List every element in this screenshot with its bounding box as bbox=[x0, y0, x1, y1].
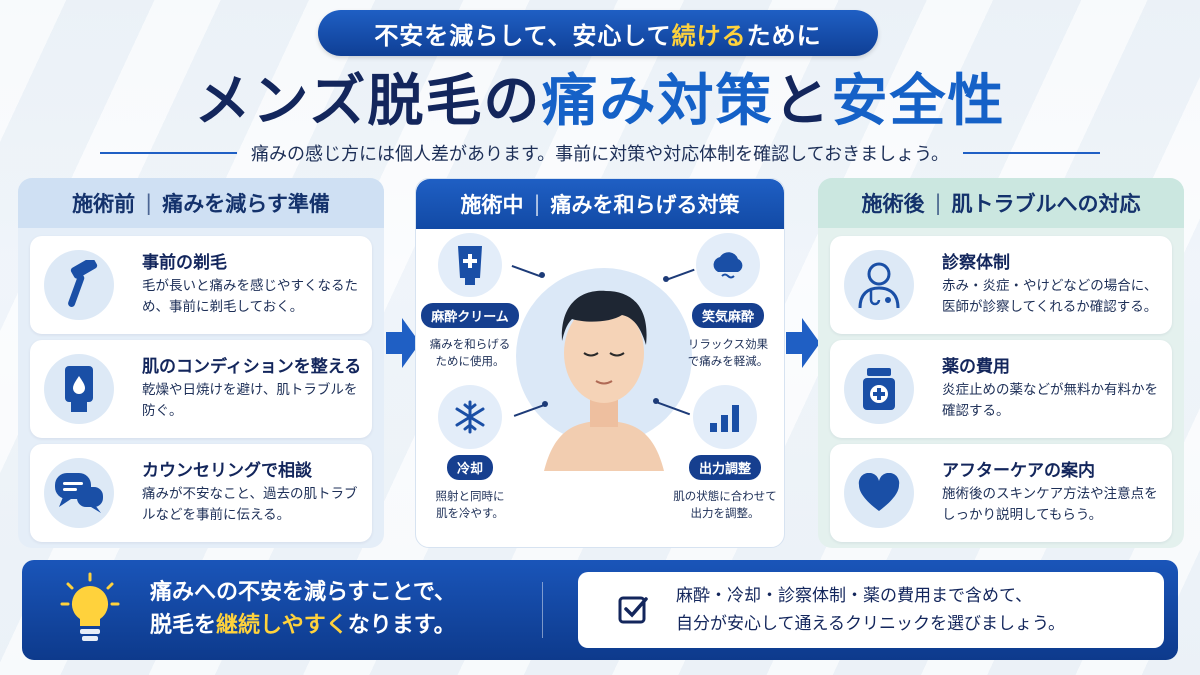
column-header: 施術前 | 痛みを減らす準備 bbox=[18, 178, 384, 228]
header-separator: | bbox=[145, 191, 153, 215]
card-counseling: カウンセリングで相談 痛みが不安なこと、過去の肌トラブルなどを事前に伝える。 bbox=[30, 444, 372, 542]
item-text: 痛みを和らげるために使用。 bbox=[420, 336, 520, 370]
column-header-topic: 肌トラブルへの対応 bbox=[951, 192, 1141, 216]
column-after: 施術後 | 肌トラブルへの対応 診察体制 赤み・炎症・やけどなどの場合に、医師が… bbox=[818, 178, 1184, 548]
card-text: 毛が長いと痛みを感じやすくなるため、事前に剃毛しておく。 bbox=[142, 278, 358, 315]
arrow-right-icon bbox=[786, 318, 820, 368]
card-title: アフターケアの案内 bbox=[942, 461, 1095, 481]
item-text-line: で痛みを軽減。 bbox=[687, 354, 769, 368]
connector-dot bbox=[542, 401, 548, 407]
card-title: 肌のコンディションを整える bbox=[142, 357, 362, 377]
item-numbing-cream: 麻酔クリーム 痛みを和らげるために使用。 bbox=[420, 233, 520, 370]
column-header-topic: 痛みを和らげる対策 bbox=[550, 193, 740, 217]
item-text-line: 照射と同時に bbox=[435, 489, 505, 503]
item-text-line: ために使用。 bbox=[435, 354, 505, 368]
item-power-adjust: 出力調整 肌の状態に合わせて出力を調整。 bbox=[668, 385, 782, 522]
bottom-banner: 痛みへの不安を減らすことで、 脱毛を継続しやすくなります。 麻酔・冷却・診察体制… bbox=[22, 560, 1178, 660]
column-before: 施術前 | 痛みを減らす準備 事前の剃毛 毛が長いと痛みを感じやすくなるため、事… bbox=[18, 178, 384, 548]
lightbulb-icon bbox=[60, 572, 120, 641]
lead-row: 痛みの感じ方には個人差があります。事前に対策や対応体制を確認しておきましょう。 bbox=[100, 138, 1101, 168]
message-highlight: 継続しやすく bbox=[216, 613, 348, 638]
card-title: 事前の剃毛 bbox=[142, 253, 227, 273]
lotion-icon bbox=[44, 354, 114, 424]
item-text-line: 肌を冷やす。 bbox=[436, 506, 504, 520]
item-laughing-gas: 笑気麻酔 リラックス効果で痛みを軽減。 bbox=[678, 233, 778, 370]
man-face-illustration bbox=[516, 268, 692, 471]
column-header: 施術後 | 肌トラブルへの対応 bbox=[818, 178, 1184, 228]
divider bbox=[542, 582, 543, 638]
message-line: 痛みへの不安を減らすことで、 bbox=[150, 580, 457, 605]
doctor-icon bbox=[844, 250, 914, 320]
item-text-line: 肌の状態に合わせて bbox=[673, 489, 777, 503]
heart-icon bbox=[844, 458, 914, 528]
connector-dot bbox=[653, 398, 659, 404]
header-separator: | bbox=[934, 191, 942, 215]
title-accent: 安全性 bbox=[831, 69, 1006, 134]
card-text: 赤み・炎症・やけどなどの場合に、医師が診察してくれるか確認する。 bbox=[942, 278, 1158, 315]
page-title: メンズ脱毛の痛み対策と安全性 bbox=[0, 62, 1200, 142]
subtitle-pre: 不安を減らして、安心して bbox=[374, 21, 672, 50]
divider bbox=[100, 152, 237, 154]
subtitle-post: ために bbox=[746, 21, 822, 50]
item-text: 照射と同時に肌を冷やす。 bbox=[420, 488, 520, 522]
title-accent: 痛み対策 bbox=[541, 69, 774, 134]
subtitle-pill: 不安を減らして、安心して続けるために bbox=[318, 10, 878, 56]
divider bbox=[963, 152, 1101, 154]
item-label: 冷却 bbox=[446, 455, 493, 480]
checkbox-icon bbox=[618, 596, 648, 624]
title-part: と bbox=[773, 69, 832, 134]
lead-text: 痛みの感じ方には個人差があります。事前に対策や対応体制を確認しておきましょう。 bbox=[250, 144, 950, 165]
checklist-text: 麻酔・冷却・診察体制・薬の費用まで含めて、 自分が安心して通えるクリニックを選び… bbox=[676, 582, 1065, 638]
subtitle-highlight: 続ける bbox=[671, 21, 747, 50]
card-aftercare: アフターケアの案内 施術後のスキンケア方法や注意点をしっかり説明してもらう。 bbox=[830, 444, 1172, 542]
item-text-line: 出力を調整。 bbox=[690, 506, 760, 520]
checklist-line: 自分が安心して通えるクリニックを選びましょう。 bbox=[676, 614, 1065, 634]
card-exam-system: 診察体制 赤み・炎症・やけどなどの場合に、医師が診察してくれるか確認する。 bbox=[830, 236, 1172, 334]
connector-dot bbox=[663, 276, 669, 282]
column-header-phase: 施術前 bbox=[72, 192, 136, 216]
item-label: 麻酔クリーム bbox=[421, 303, 519, 328]
chat-icon bbox=[44, 458, 114, 528]
card-text: 施術後のスキンケア方法や注意点をしっかり説明してもらう。 bbox=[942, 486, 1158, 523]
checklist-line: 麻酔・冷却・診察体制・薬の費用まで含めて、 bbox=[676, 586, 1033, 606]
card-title: 診察体制 bbox=[942, 253, 1010, 273]
column-header: 施術中 | 痛みを和らげる対策 bbox=[416, 179, 784, 229]
title-part: メンズ脱毛の bbox=[194, 69, 542, 134]
razor-icon bbox=[44, 250, 114, 320]
column-header-phase: 施術後 bbox=[861, 192, 925, 216]
column-header-phase: 施術中 bbox=[460, 193, 524, 217]
card-title: カウンセリングで相談 bbox=[142, 461, 312, 481]
item-label: 出力調整 bbox=[688, 455, 761, 480]
card-text: 炎症止めの薬などが無料か有料かを確認する。 bbox=[942, 382, 1158, 419]
header-separator: | bbox=[533, 192, 541, 216]
card-text: 痛みが不安なこと、過去の肌トラブルなどを事前に伝える。 bbox=[142, 486, 358, 523]
connector-dot bbox=[539, 272, 545, 278]
item-text: 肌の状態に合わせて出力を調整。 bbox=[668, 488, 782, 522]
column-header-topic: 痛みを減らす準備 bbox=[162, 192, 330, 216]
medicine-bottle-icon bbox=[844, 354, 914, 424]
item-cooling: 冷却 照射と同時に肌を冷やす。 bbox=[420, 385, 520, 522]
card-text: 乾燥や日焼けを避け、肌トラブルを防ぐ。 bbox=[142, 382, 358, 419]
item-text: リラックス効果で痛みを軽減。 bbox=[678, 336, 778, 370]
card-medicine-cost: 薬の費用 炎症止めの薬などが無料か有料かを確認する。 bbox=[830, 340, 1172, 438]
arrow-right-icon bbox=[386, 318, 420, 368]
cream-tube-icon bbox=[438, 233, 502, 297]
item-label: 笑気麻酔 bbox=[691, 303, 764, 328]
card-title: 薬の費用 bbox=[942, 357, 1010, 377]
checklist-card: 麻酔・冷却・診察体制・薬の費用まで含めて、 自分が安心して通えるクリニックを選び… bbox=[578, 572, 1164, 648]
card-preshave: 事前の剃毛 毛が長いと痛みを感じやすくなるため、事前に剃毛しておく。 bbox=[30, 236, 372, 334]
snowflake-icon bbox=[438, 385, 502, 449]
message-line: 脱毛を継続しやすくなります。 bbox=[150, 609, 456, 642]
gas-cloud-icon bbox=[696, 233, 760, 297]
card-skin-condition: 肌のコンディションを整える 乾燥や日焼けを避け、肌トラブルを防ぐ。 bbox=[30, 340, 372, 438]
item-text-line: 痛みを和らげる bbox=[429, 337, 511, 351]
message-part: なります。 bbox=[347, 613, 456, 638]
message-part: 脱毛を bbox=[150, 613, 217, 638]
item-text-line: リラックス効果 bbox=[687, 337, 769, 351]
signal-bars-icon bbox=[693, 385, 757, 449]
bottom-message: 痛みへの不安を減らすことで、 脱毛を継続しやすくなります。 bbox=[150, 576, 456, 642]
column-during: 施術中 | 痛みを和らげる対策 麻酔クリーム 痛みを和らげるために使用。 笑気麻… bbox=[415, 178, 785, 548]
